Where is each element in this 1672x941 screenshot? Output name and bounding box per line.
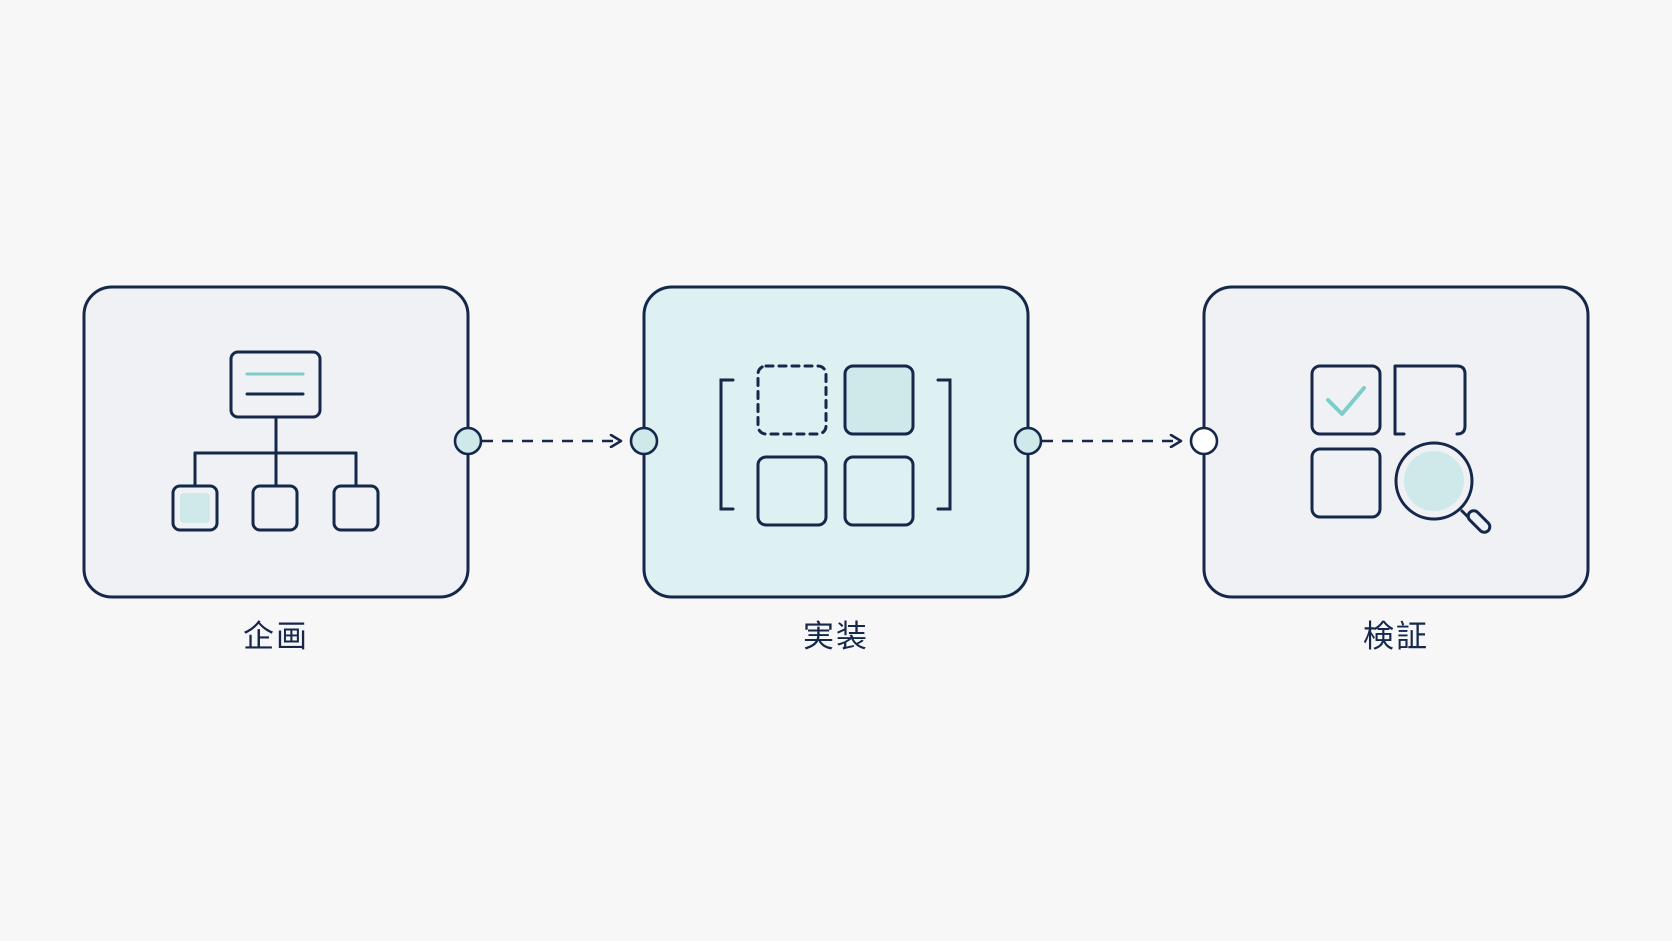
input-port bbox=[1189, 426, 1219, 456]
output-port bbox=[453, 426, 483, 456]
connector-implementation-to-verification bbox=[1013, 426, 1219, 456]
output-port bbox=[1013, 426, 1043, 456]
step-box-implementation bbox=[642, 285, 1030, 599]
input-port bbox=[629, 426, 659, 456]
module-grid-icon bbox=[719, 364, 952, 527]
org-chart-icon bbox=[171, 350, 380, 532]
step-label-planning: 企画 bbox=[243, 619, 309, 655]
step-label-implementation: 実装 bbox=[803, 619, 869, 655]
step-label-verification: 検証 bbox=[1363, 619, 1429, 655]
connector-planning-to-implementation bbox=[453, 426, 659, 456]
check-search-icon bbox=[1310, 364, 1492, 534]
step-box-verification bbox=[1202, 285, 1590, 599]
